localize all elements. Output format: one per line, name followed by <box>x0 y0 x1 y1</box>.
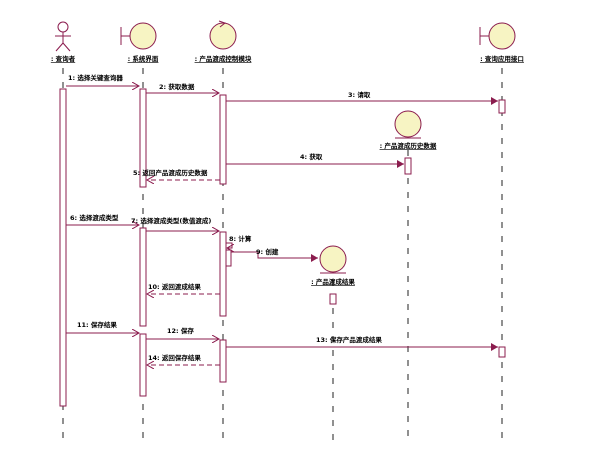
activation-hist <box>404 157 412 175</box>
participant-label-ctrl: : 产品渡成控制模块 <box>195 54 252 63</box>
participant-label-result: : 产品渡成结果 <box>311 277 355 286</box>
message-label-9: 9: 创建 <box>256 247 279 256</box>
entity-icon-result <box>319 245 347 274</box>
message-label-6: 6: 选择渡成类型 <box>70 213 119 222</box>
activations <box>59 88 506 407</box>
participant-label-iface: : 查询应用接口 <box>480 54 524 63</box>
message-label-4: 4: 获取 <box>300 152 323 161</box>
message-label-5: 5: 返回产品渡成历史数据 <box>133 168 208 177</box>
participant-label-actor: : 查询者 <box>51 54 76 63</box>
activation-ctrl-2 <box>219 231 227 317</box>
participant-label-hist: : 产品渡成历史数据 <box>380 141 437 150</box>
message-arrow-9 <box>231 251 318 262</box>
boundary-icon-iface <box>479 22 516 50</box>
activation-iface-2 <box>498 346 506 358</box>
activation-ui-1 <box>139 88 147 188</box>
message-label-7: 7: 选择渡成类型(数值渡成) <box>131 216 211 225</box>
message-label-10: 10: 返回渡成结果 <box>148 282 201 291</box>
message-label-13: 13: 保存产品渡成结果 <box>316 335 382 344</box>
activation-actor <box>59 88 67 407</box>
entity-icon-hist <box>394 110 422 139</box>
message-label-2: 2: 获取数据 <box>159 82 195 91</box>
message-label-11: 11: 保存结果 <box>77 320 117 329</box>
control-icon-ctrl <box>209 20 237 50</box>
lifelines <box>62 68 503 443</box>
activation-iface-1 <box>498 99 506 114</box>
boundary-icon-ui <box>120 22 157 50</box>
activation-ctrl-4 <box>219 339 227 383</box>
actor-figure <box>55 21 71 52</box>
activation-ctrl-1 <box>219 94 227 185</box>
message-label-3: 3: 请取 <box>348 90 371 99</box>
message-arrow-8 <box>226 242 232 248</box>
message-label-1: 1: 选择关键查询器 <box>68 73 123 82</box>
message-label-8: 8: 计算 <box>229 234 252 243</box>
activation-ui-2 <box>139 227 147 327</box>
messages <box>66 86 498 365</box>
message-label-14: 14: 返回保存结果 <box>148 353 201 362</box>
participant-label-ui: : 系统界面 <box>128 54 159 63</box>
message-labels: 1: 选择关键查询器 2: 获取数据 3: 请取 4: 获取 5: 返回产品渡成… <box>68 73 382 362</box>
activation-ctrl-3 <box>225 249 232 267</box>
message-label-12: 12: 保存 <box>167 326 194 335</box>
activation-result <box>329 293 337 305</box>
activation-ui-3 <box>139 333 147 397</box>
